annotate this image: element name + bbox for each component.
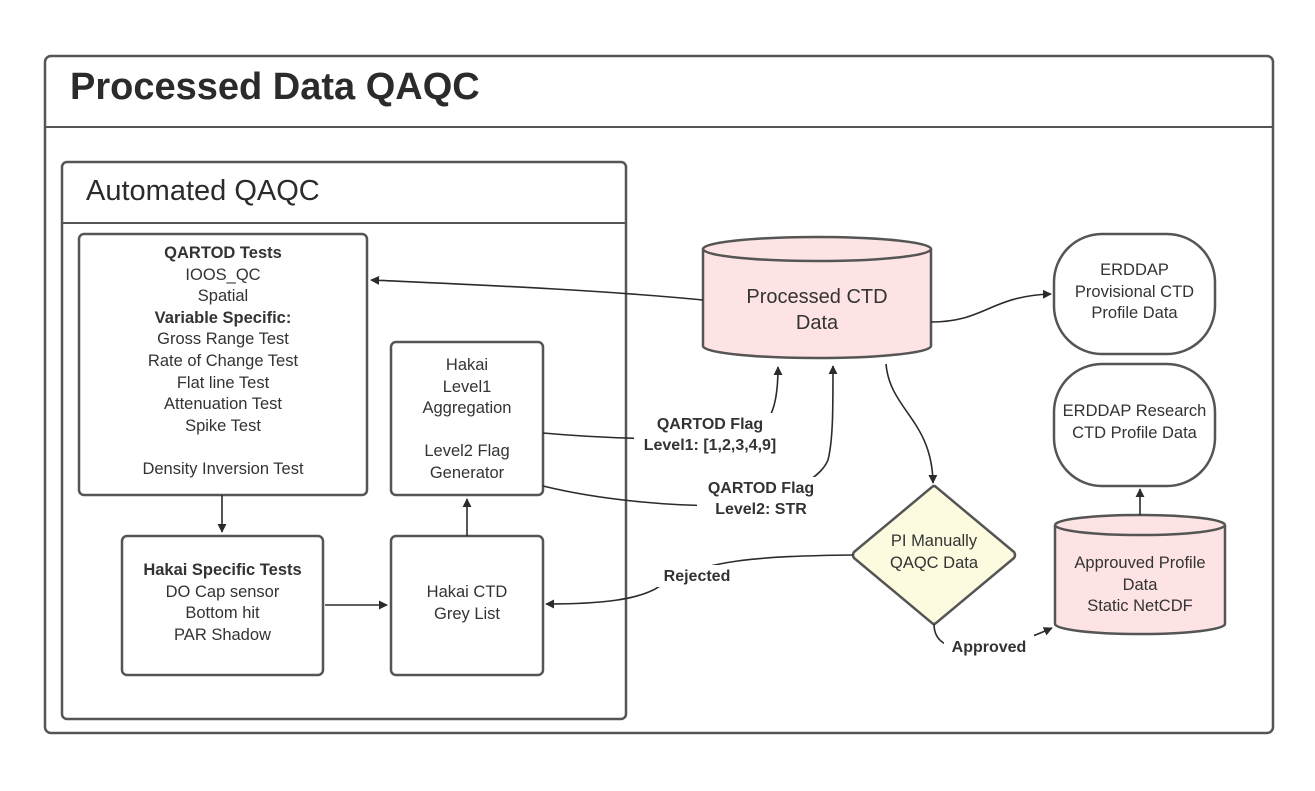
qartod-line: Spatial	[197, 287, 249, 306]
edge-ctd-to-erddap-provisional	[930, 289, 1052, 323]
erddap-provisional-line: Profile Data	[1091, 304, 1178, 323]
erddap-research-line: CTD Profile Data	[1072, 423, 1197, 442]
hakai-tests-text: Hakai Specific Tests DO Cap sensor Botto…	[122, 560, 323, 646]
edge-label-line: QARTOD Flag	[656, 416, 764, 433]
qartod-test-item: Rate of Change Test	[147, 351, 299, 370]
erddap-provisional-text: ERDDAP Provisional CTD Profile Data	[1054, 260, 1215, 325]
erddap-research-line: ERDDAP Research	[1062, 402, 1207, 420]
aggregation-box	[389, 340, 545, 497]
aggregation-line: Hakai	[445, 356, 489, 374]
qartod-tests-box	[77, 232, 369, 497]
erddap-provisional-box	[1052, 232, 1217, 356]
processed-ctd-database	[701, 235, 933, 360]
qartod-test-item: Attenuation Test	[163, 395, 283, 414]
processed-ctd-line: Processed CTD	[746, 286, 888, 308]
grey-list-line: Grey List	[433, 604, 501, 623]
edge-label-flag-level2: QARTOD Flag Level2: STR	[697, 478, 825, 520]
qartod-line: IOOS_QC	[185, 265, 261, 284]
label-bg-approved	[944, 635, 1034, 659]
grey-list-line: Hakai CTD	[426, 583, 508, 601]
qartod-spacer	[79, 437, 367, 459]
label-bg-flag1	[634, 413, 786, 459]
variable-specific-heading: Variable Specific:	[154, 308, 292, 327]
hakai-test-item: Bottom hit	[185, 604, 260, 623]
processed-ctd-line: Data	[795, 312, 839, 334]
page-title: Processed Data QAQC	[70, 66, 480, 108]
approved-data-line: Approuved Profile	[1074, 554, 1206, 572]
qartod-heading: QARTOD Tests	[164, 244, 282, 262]
hakai-tests-heading: Hakai Specific Tests	[143, 561, 302, 579]
erddap-provisional-line: ERDDAP	[1100, 261, 1169, 279]
aggregation-line: Level2 Flag	[424, 442, 510, 461]
pi-manual-line: QAQC Data	[889, 553, 979, 572]
qartod-test-item: Gross Range Test	[157, 330, 289, 349]
aggregation-spacer	[391, 420, 543, 442]
label-bg-flag2	[697, 477, 825, 521]
edge-ctd-to-qartod	[370, 275, 704, 301]
edge-label-line: QARTOD Flag	[707, 480, 815, 497]
aggregation-text: Hakai Level1 Aggregation Level2 Flag Gen…	[391, 355, 543, 485]
approved-data-database	[1053, 513, 1227, 636]
edge-label-approved: Approved	[951, 639, 1027, 656]
approved-data-text: Approuved Profile Data Static NetCDF	[1055, 553, 1225, 618]
hakai-tests-box	[120, 534, 325, 677]
qartod-test-item: Spike Test	[185, 416, 261, 435]
erddap-provisional-line: Provisional CTD	[1074, 282, 1195, 301]
processed-ctd-text: Processed CTD Data	[703, 284, 931, 336]
hakai-test-item: PAR Shadow	[174, 625, 271, 644]
edge-label-line: Level1: [1,2,3,4,9]	[643, 437, 777, 454]
qartod-tests-text: QARTOD Tests IOOS_QC Spatial Variable Sp…	[79, 243, 367, 481]
edge-label-flag-level1: QARTOD Flag Level1: [1,2,3,4,9]	[634, 414, 786, 456]
automated-title: Automated QAQC	[86, 175, 320, 207]
edge-ctd-to-pi	[885, 363, 938, 484]
approved-data-line: Static NetCDF	[1087, 597, 1193, 616]
aggregation-line: Generator	[429, 463, 505, 482]
aggregation-line: Aggregation	[422, 399, 512, 418]
qartod-test-item: Flat line Test	[176, 373, 270, 392]
label-bg-rejected	[656, 565, 738, 587]
pi-manual-line: PI Manually	[890, 532, 978, 550]
aggregation-line: Level1	[442, 377, 492, 396]
hakai-test-item: DO Cap sensor	[165, 582, 280, 601]
edge-label-rejected: Rejected	[663, 568, 731, 585]
edge-label-line: Level2: STR	[715, 501, 807, 518]
erddap-research-text: ERDDAP Research CTD Profile Data	[1054, 401, 1215, 444]
erddap-research-box	[1052, 362, 1217, 488]
grey-list-text: Hakai CTD Grey List	[391, 582, 543, 625]
pi-manual-text: PI Manually QAQC Data	[855, 531, 1013, 574]
pi-manual-diamond	[851, 484, 1017, 626]
qartod-extra-test: Density Inversion Test	[142, 459, 304, 478]
approved-data-line: Data	[1122, 575, 1158, 594]
